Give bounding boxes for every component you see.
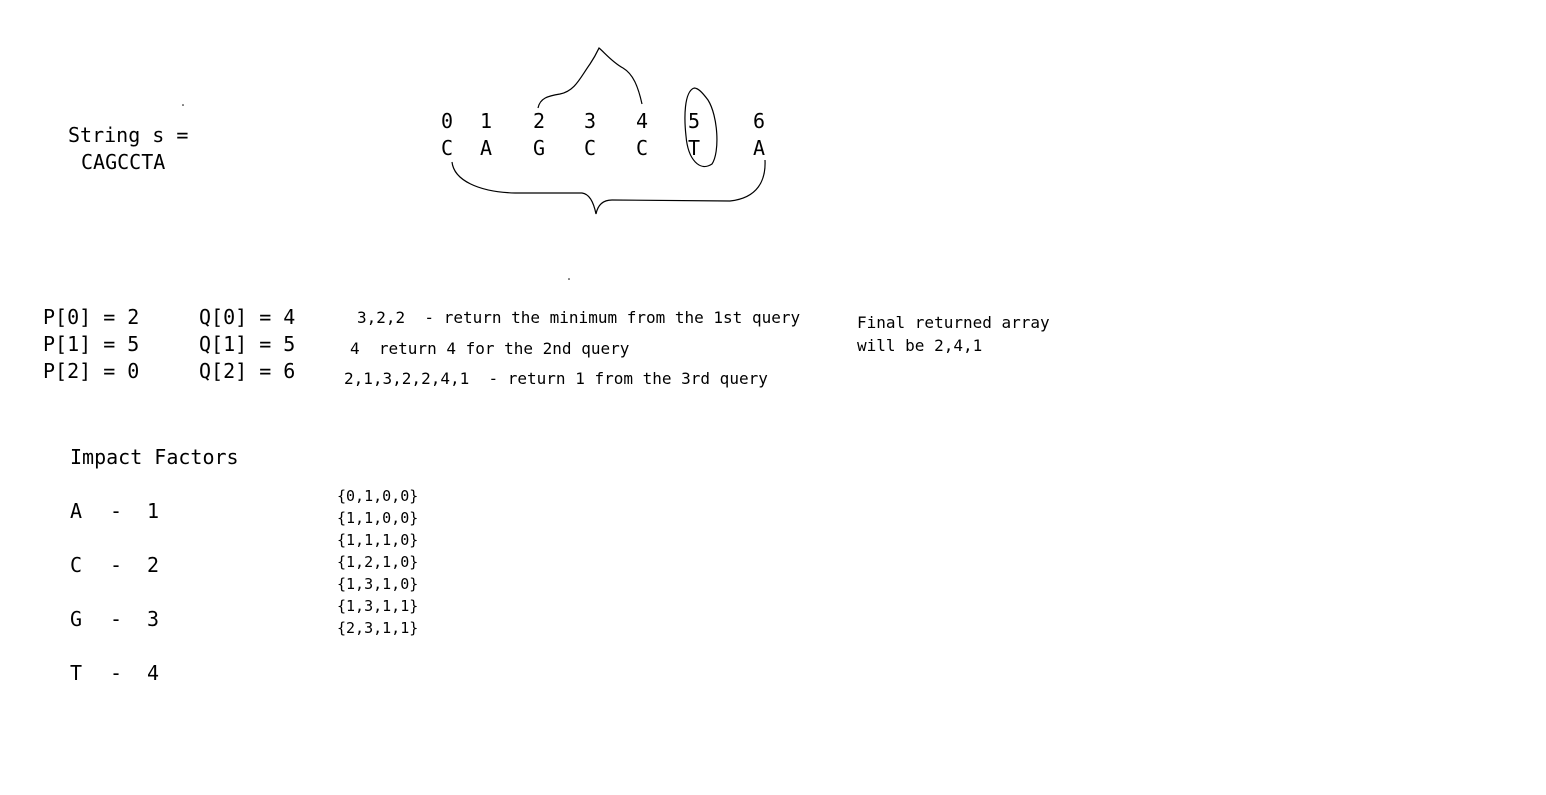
impact-value: 4 [147,661,160,685]
index-6: 6 [752,109,766,133]
string-label: String s = [68,123,189,147]
impact-letter: C [70,553,83,577]
impact-title: Impact Factors [70,445,239,469]
p-line-2: P[2] = 0 [43,359,140,383]
impact-letter: A [70,499,83,523]
char-2: G [532,136,546,160]
index-4: 4 [635,109,649,133]
char-5: T [687,136,701,160]
p-line-0: P[0] = 2 [43,305,140,329]
impact-dash: - [110,499,123,523]
prefix-count-0: {0,1,0,0} [337,487,419,505]
index-5: 5 [687,109,701,133]
query-note-3: 2,1,3,2,2,4,1 - return 1 from the 3rd qu… [344,369,768,388]
final-line-1: Final returned array [857,313,1050,332]
char-1: A [479,136,493,160]
final-line-2: will be 2,4,1 [857,336,983,355]
char-6: A [752,136,766,160]
stray-dot [568,278,570,280]
index-0: 0 [440,109,454,133]
prefix-count-6: {2,3,1,1} [337,619,419,637]
q-line-1: Q[1] = 5 [199,332,296,356]
p-line-1: P[1] = 5 [43,332,140,356]
lower-brace [451,159,766,215]
char-0: C [440,136,454,160]
prefix-count-2: {1,1,1,0} [337,531,419,549]
query-note-1: 3,2,2 - return the minimum from the 1st … [357,308,801,327]
q-line-0: Q[0] = 4 [199,305,296,329]
impact-dash: - [110,607,123,631]
char-3: C [583,136,597,160]
index-3: 3 [583,109,597,133]
string-value: CAGCCTA [81,150,166,174]
prefix-count-3: {1,2,1,0} [337,553,419,571]
query-note-2: 4 return 4 for the 2nd query [350,339,630,358]
index-2: 2 [532,109,546,133]
prefix-count-4: {1,3,1,0} [337,575,419,593]
impact-dash: - [110,553,123,577]
q-line-2: Q[2] = 6 [199,359,296,383]
impact-dash: - [110,661,123,685]
impact-value: 1 [147,499,160,523]
impact-value: 2 [147,553,160,577]
char-4: C [635,136,649,160]
impact-letter: T [70,661,83,685]
circle-around-t [684,87,718,167]
upper-brace [537,47,643,109]
stray-dot [182,104,184,106]
impact-value: 3 [147,607,160,631]
prefix-count-1: {1,1,0,0} [337,509,419,527]
impact-letter: G [70,607,83,631]
index-1: 1 [479,109,493,133]
prefix-count-5: {1,3,1,1} [337,597,419,615]
